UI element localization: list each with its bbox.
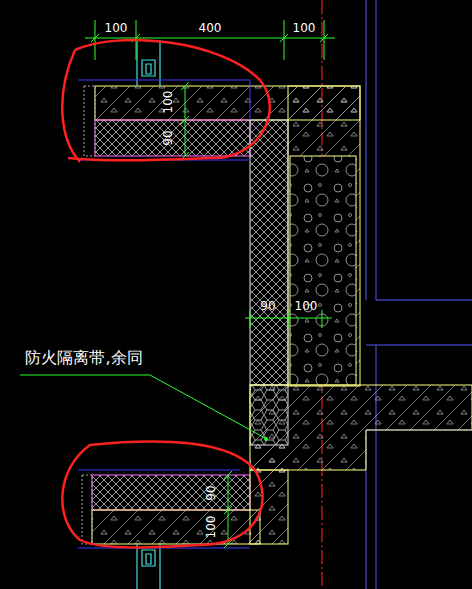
dimension: 400 xyxy=(199,22,222,34)
dimension: 100 xyxy=(293,22,316,34)
dimension: 90 xyxy=(205,485,217,500)
callout-note: 防火隔离带,余同 xyxy=(25,350,142,366)
dimension: 90 xyxy=(162,130,174,145)
dimension: 100 xyxy=(295,300,318,312)
dimension: 90 xyxy=(260,300,275,312)
dimension: 100 xyxy=(205,516,217,539)
dimension: 100 xyxy=(162,91,174,114)
dimension: 100 xyxy=(105,22,128,34)
